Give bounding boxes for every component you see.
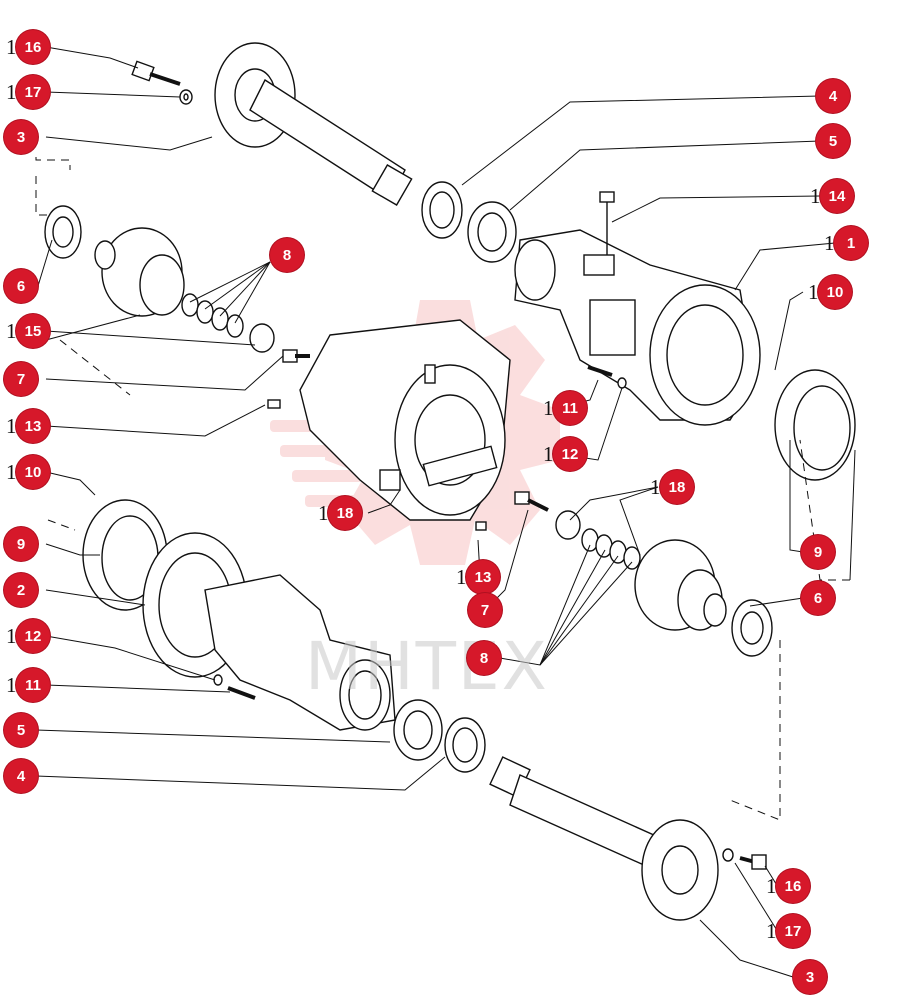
callout-tick-c18b: 1 [650,475,661,499]
callout-c3b[interactable]: 3 [793,960,827,994]
washer-17-top [179,89,193,105]
seal-6-top [44,205,82,259]
bearing-5-bottom [393,699,443,761]
callout-tick-c11a: 1 [6,673,17,697]
callout-c11a[interactable]: 11 [16,668,50,702]
dowel-13-top [267,399,281,409]
ring-gear-9-right [774,369,856,481]
callout-tick-c17b: 1 [766,919,777,943]
callout-c1[interactable]: 1 [834,226,868,260]
planet-carrier-15-top [94,227,185,317]
callout-c12b[interactable]: 12 [553,437,587,471]
callout-c10b[interactable]: 10 [818,275,852,309]
callout-c8b[interactable]: 8 [467,641,501,675]
seal-6-bottom [731,599,773,657]
callout-tick-c12b: 1 [543,442,554,466]
callout-tick-c10b: 1 [808,280,819,304]
planet-carrier-bottom [634,539,727,631]
bearing-5-top [467,201,517,263]
axle-shaft-3-bottom [489,756,719,921]
callout-tick-c16b: 1 [766,874,777,898]
bolt-11-bottom [227,686,256,700]
callout-tick-c10a: 1 [6,460,17,484]
callout-c8a[interactable]: 8 [270,238,304,272]
seal-4-bottom [444,717,486,773]
bolt-16-top [131,60,181,86]
part-drawings [44,42,856,921]
shims-8-top [181,293,275,353]
shims-8-bottom [555,510,641,570]
callout-c11b[interactable]: 11 [553,391,587,425]
callout-c2[interactable]: 2 [4,573,38,607]
callout-tick-c13b: 1 [456,565,467,589]
callout-c10a[interactable]: 10 [16,455,50,489]
callout-c12a[interactable]: 12 [16,619,50,653]
bolt-7-bottom [514,491,549,512]
callout-tick-c1: 1 [824,231,835,255]
bolt-11-top [587,365,613,377]
callout-c15[interactable]: 15 [16,314,50,348]
callout-tick-c18a: 1 [318,501,329,525]
center-housing-18 [299,319,511,521]
bolt-7-top [282,349,310,363]
callout-tick-c14: 1 [810,184,821,208]
washer-17-bottom [722,848,734,862]
callout-tick-c15: 1 [6,319,17,343]
callout-c7a[interactable]: 7 [4,362,38,396]
callout-c4a[interactable]: 4 [4,759,38,793]
callout-c14[interactable]: 14 [820,179,854,213]
breather-14 [599,191,615,255]
bolt-16-bottom [739,854,767,870]
seal-4-top [421,181,463,239]
callout-c7b[interactable]: 7 [468,593,502,627]
callout-c18a[interactable]: 18 [328,496,362,530]
callout-c3a[interactable]: 3 [4,120,38,154]
callout-c17a[interactable]: 17 [16,75,50,109]
callout-tick-c17a: 1 [6,80,17,104]
callout-tick-c12a: 1 [6,624,17,648]
washer-12-top [617,377,627,389]
callout-c6a[interactable]: 6 [4,269,38,303]
callout-c9a[interactable]: 9 [4,527,38,561]
watermark-text: МНТЕХ [305,628,549,705]
callout-tick-c11b: 1 [543,396,554,420]
callout-c5b[interactable]: 5 [816,124,850,158]
callout-c13b[interactable]: 13 [466,560,500,594]
callout-c13a[interactable]: 13 [16,409,50,443]
callout-c6b[interactable]: 6 [801,581,835,615]
callout-c16a[interactable]: 16 [16,30,50,64]
callout-c4b[interactable]: 4 [816,79,850,113]
washer-12-bottom [213,674,223,686]
axle-housing-2 [142,532,396,731]
callout-c9b[interactable]: 9 [801,535,835,569]
axle-housing-1 [514,229,761,426]
axle-shaft-3-top [214,42,413,206]
callout-c16b[interactable]: 16 [776,869,810,903]
callout-c5a[interactable]: 5 [4,713,38,747]
callout-c17b[interactable]: 17 [776,914,810,948]
callout-tick-c16a: 1 [6,35,17,59]
callout-c18b[interactable]: 18 [660,470,694,504]
callout-tick-c13a: 1 [6,414,17,438]
dowel-13-bottom [475,521,487,531]
